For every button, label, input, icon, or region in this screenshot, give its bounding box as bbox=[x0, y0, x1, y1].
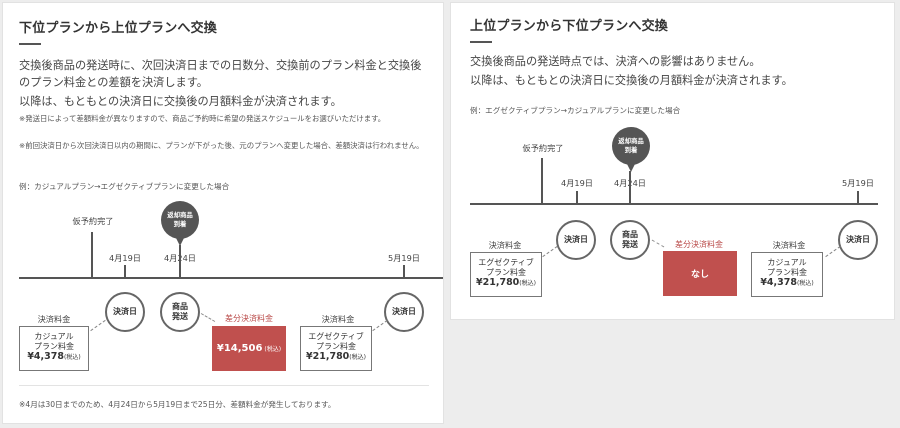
date-apr19: 4月19日 bbox=[560, 178, 594, 188]
settlement-day-circle-1: 決済日 bbox=[556, 220, 596, 260]
connector-1 bbox=[90, 319, 106, 332]
footnote: ※4月は30日までのため、4月24日から5月19日まで25日分、差額料金が発生し… bbox=[19, 400, 336, 409]
tick-may19 bbox=[857, 191, 859, 203]
date-may19: 5月19日 bbox=[841, 178, 875, 188]
connector-1 bbox=[542, 245, 558, 258]
settlement-day-circle-1: 決済日 bbox=[105, 292, 145, 332]
tick-apr19 bbox=[576, 191, 578, 203]
diff-settlement-label: 差分決済料金 bbox=[675, 240, 723, 249]
connector-3 bbox=[372, 319, 388, 332]
reservation-marker bbox=[91, 232, 93, 278]
tick-apr19 bbox=[124, 265, 126, 277]
reservation-label: 仮予約完了 bbox=[522, 143, 564, 153]
connector-2 bbox=[200, 313, 216, 322]
tick-apr24 bbox=[629, 171, 631, 203]
settlement-label-1: 決済料金 bbox=[488, 240, 522, 250]
upgrade-note-1: ※発送日によって差額料金が異なりますので、商品ご予約時に希望の発送スケジュールを… bbox=[19, 114, 386, 123]
title-underline bbox=[470, 41, 492, 43]
upgrade-title: 下位プランから上位プランへ交換 bbox=[19, 21, 218, 36]
reservation-marker bbox=[541, 158, 543, 205]
shipping-circle: 商品発送 bbox=[160, 292, 200, 332]
downgrade-title: 上位プランから下位プランへ交換 bbox=[470, 19, 669, 34]
diff-amount-box: なし bbox=[663, 251, 737, 296]
downgrade-paragraph-2: 以降は、もともとの決済日に交換後の月額料金が決済されます。 bbox=[470, 74, 793, 87]
settlement-label-2: 決済料金 bbox=[772, 240, 806, 250]
upgrade-note-2: ※前回決済日から次回決済日以内の期間に、プランが下がった後、元のプランへ変更した… bbox=[19, 141, 424, 150]
return-arrival-pin: 返却商品到着 bbox=[161, 201, 199, 246]
return-arrival-pin: 返却商品到着 bbox=[612, 127, 650, 172]
connector-2 bbox=[651, 239, 665, 248]
settlement-label-1: 決済料金 bbox=[37, 314, 71, 324]
diff-amount-box: ¥14,506(税込) bbox=[212, 326, 286, 371]
title-underline bbox=[19, 43, 41, 45]
reservation-label: 仮予約完了 bbox=[72, 216, 114, 226]
settlement-day-circle-2: 決済日 bbox=[384, 292, 424, 332]
executive-plan-fee-box: エグゼクティブ プラン料金 ¥21,780(税込) bbox=[470, 252, 542, 297]
executive-plan-fee-box: エグゼクティブ プラン料金 ¥21,780(税込) bbox=[300, 326, 372, 371]
casual-plan-fee-box: カジュアル プラン料金 ¥4,378(税込) bbox=[19, 326, 89, 371]
timeline-axis bbox=[470, 203, 878, 205]
date-apr19: 4月19日 bbox=[108, 253, 142, 263]
tick-apr24 bbox=[179, 245, 181, 277]
downgrade-example: 例：エグゼクティブプラン→カジュアルプランに変更した場合 bbox=[470, 106, 681, 115]
downgrade-paragraph-1: 交換後商品の発送時点では、決済への影響はありません。 bbox=[470, 55, 761, 68]
upgrade-paragraph-2: 以降は、もともとの決済日に交換後の月額料金が決済されます。 bbox=[19, 95, 342, 108]
tick-may19 bbox=[403, 265, 405, 277]
downgrade-panel: 上位プランから下位プランへ交換 交換後商品の発送時点では、決済への影響はありませ… bbox=[450, 2, 895, 320]
timeline-axis bbox=[19, 277, 443, 279]
upgrade-paragraph-1: 交換後商品の発送時に、次回決済日までの日数分、交換前のプラン料金と交換後のプラン… bbox=[19, 59, 422, 89]
settlement-day-circle-2: 決済日 bbox=[838, 220, 878, 260]
date-may19: 5月19日 bbox=[387, 253, 421, 263]
shipping-circle: 商品発送 bbox=[610, 220, 650, 260]
connector-3 bbox=[825, 245, 841, 258]
upgrade-panel: 下位プランから上位プランへ交換 交換後商品の発送時に、次回決済日までの日数分、交… bbox=[2, 2, 444, 424]
footnote-divider bbox=[19, 385, 429, 386]
settlement-label-2: 決済料金 bbox=[321, 314, 355, 324]
diff-settlement-label: 差分決済料金 bbox=[225, 314, 273, 323]
upgrade-example: 例：カジュアルプラン→エグゼクティブプランに変更した場合 bbox=[19, 182, 230, 191]
casual-plan-fee-box: カジュアル プラン料金 ¥4,378(税込) bbox=[751, 252, 823, 297]
